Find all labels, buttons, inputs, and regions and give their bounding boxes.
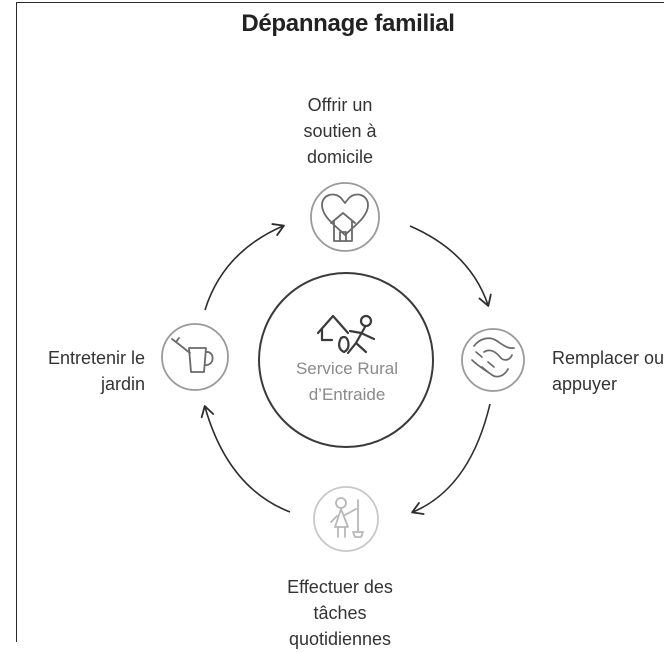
- house-person-icon: [316, 314, 376, 355]
- node-circle-top: [310, 182, 380, 252]
- diagram-title: Dépannage familial: [241, 10, 455, 37]
- node-circle-bottom: [313, 486, 379, 552]
- node-label-bottom: Effectuer des tâches quotidiennes: [287, 577, 393, 649]
- node-label-top: Offrir un soutien à domicile: [303, 95, 377, 167]
- cleaning-person-icon: [330, 497, 364, 538]
- handshake-icon: [471, 337, 515, 378]
- arrow-left-to-top: [204, 223, 285, 311]
- node-label-right: Remplacer ou appuyer: [552, 348, 664, 394]
- diagram-frame: [16, 2, 664, 642]
- center-circle: [258, 272, 434, 448]
- arrow-right-to-bottom: [411, 403, 491, 515]
- node-circle-right: [461, 328, 525, 392]
- node-label-left: Entretenir le jardin: [47, 348, 145, 394]
- watering-can-icon: [171, 337, 214, 373]
- arrow-top-to-right: [409, 225, 492, 307]
- center-label: Service Rural d’Entraide: [295, 359, 399, 404]
- arrow-bottom-to-left: [200, 405, 291, 513]
- heart-house-icon: [321, 193, 369, 242]
- node-circle-left: [161, 323, 229, 391]
